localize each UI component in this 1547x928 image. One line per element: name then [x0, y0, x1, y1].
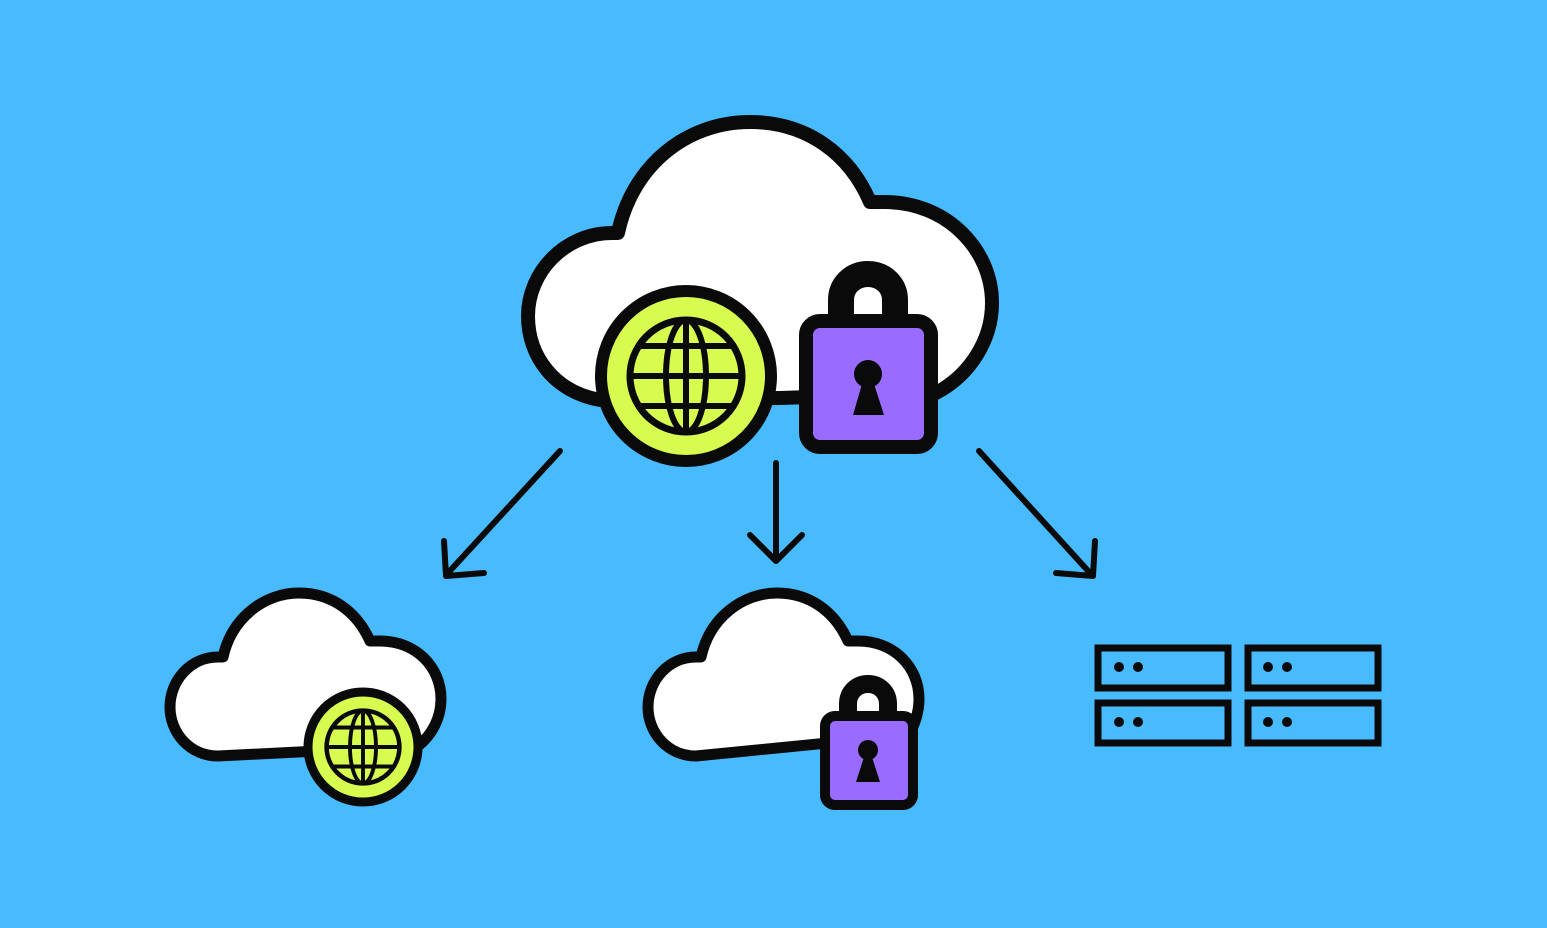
arrow-down-icon: [747, 460, 805, 564]
globe-icon: [303, 687, 423, 807]
padlock-icon: [820, 674, 918, 810]
arrow-down-left-icon: [441, 448, 563, 579]
arrow-down-right-icon: [976, 448, 1098, 579]
public-cloud-group: [164, 587, 447, 807]
server-rack-icon: [1094, 644, 1382, 747]
private-cloud-group: [642, 587, 925, 810]
padlock-icon: [799, 260, 938, 454]
server-unit: [1244, 699, 1382, 747]
hybrid-cloud-group: [521, 115, 999, 467]
server-unit: [1094, 644, 1232, 692]
server-unit: [1244, 644, 1382, 692]
globe-icon: [595, 285, 777, 467]
server-unit: [1094, 699, 1232, 747]
